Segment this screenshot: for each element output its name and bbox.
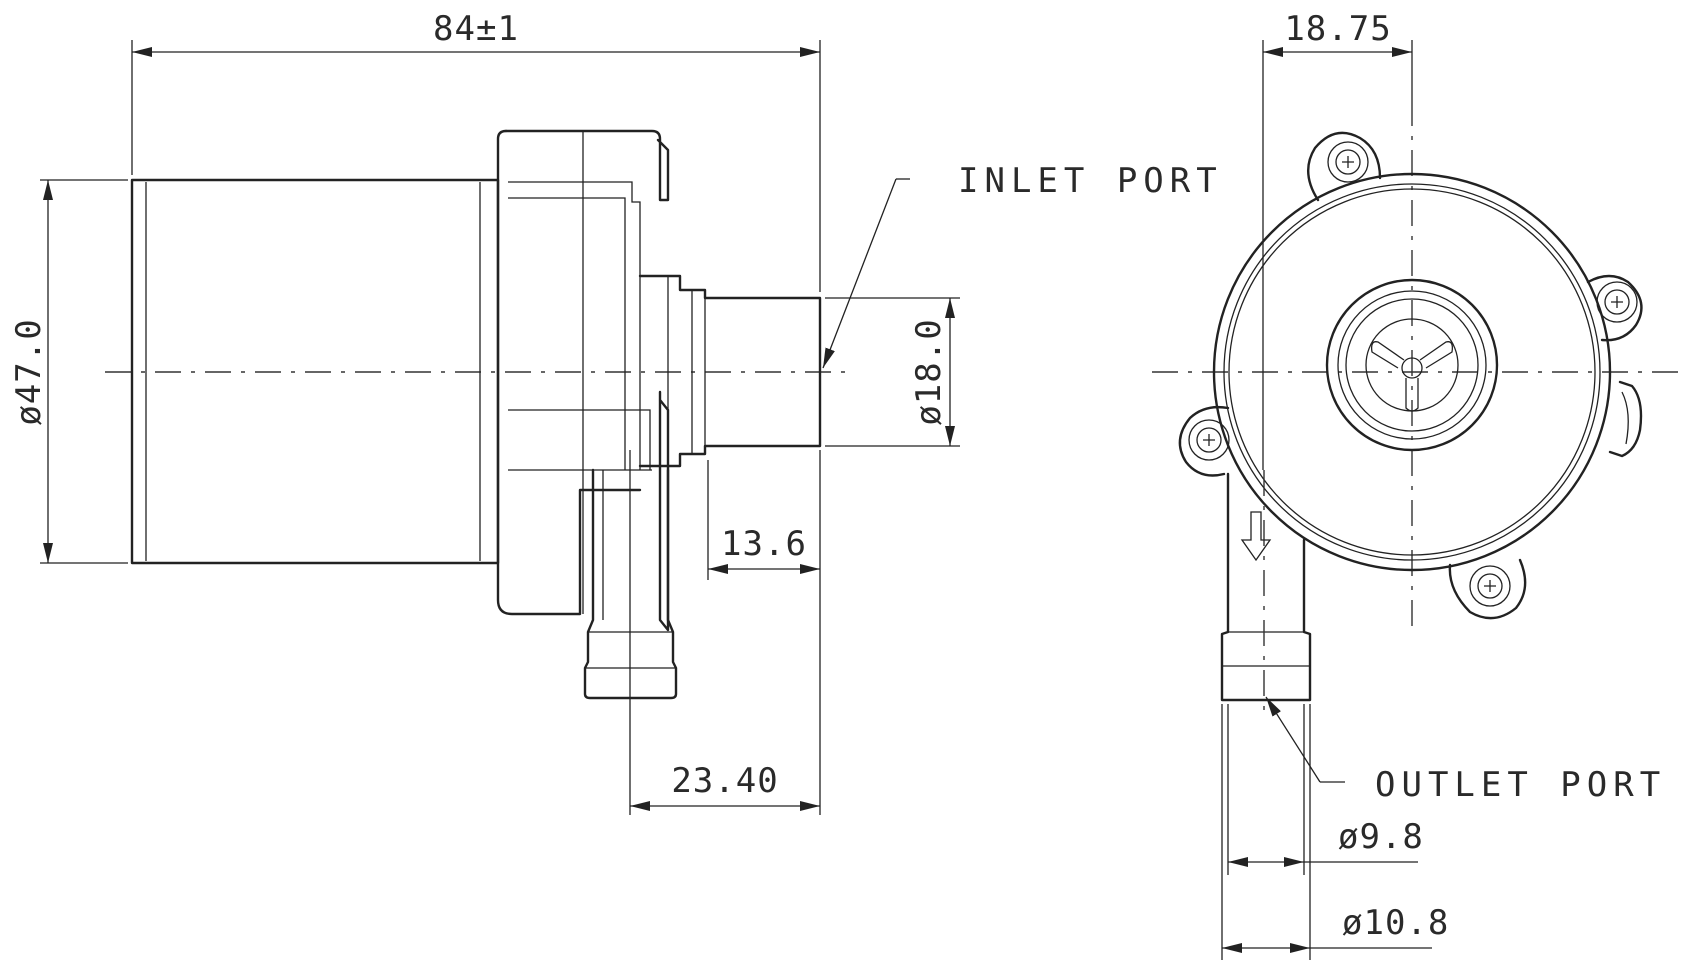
side-view: 84±1 ø47.0 ø18.0 13.6 23.40 <box>9 9 1223 815</box>
dim-inlet-length: 13.6 <box>707 460 820 580</box>
inlet-nozzle <box>638 274 822 468</box>
side-connector <box>1608 380 1643 458</box>
dim-outlet-inner-diameter-text: ø9.8 <box>1338 817 1424 857</box>
impeller-vanes <box>1370 341 1454 412</box>
inlet-port-label: INLET PORT <box>958 161 1223 201</box>
dim-outlet-outer-diameter: ø10.8 <box>1221 704 1449 960</box>
dim-overall-length: 84±1 <box>131 9 821 292</box>
mounting-ear-top <box>1307 131 1382 202</box>
dim-overall-length-text: 84±1 <box>433 9 519 49</box>
dim-center-offset: 18.75 <box>1262 9 1413 470</box>
dim-body-diameter-text: ø47.0 <box>9 318 49 425</box>
dim-inlet-length-text: 13.6 <box>721 524 807 564</box>
dim-outlet-offset: 23.40 <box>629 450 821 815</box>
dim-inlet-diameter: ø18.0 <box>825 297 960 447</box>
dim-center-offset-text: 18.75 <box>1284 9 1391 49</box>
dim-outlet-outer-diameter-text: ø10.8 <box>1342 903 1449 943</box>
outlet-port-label: OUTLET PORT <box>1375 765 1666 805</box>
front-view: 18.75 OUTLET PORT ø9.8 ø10.8 <box>1152 9 1680 960</box>
mounting-ear-left <box>1178 405 1230 477</box>
dim-outlet-offset-text: 23.40 <box>671 761 778 801</box>
dim-inlet-diameter-text: ø18.0 <box>909 318 949 425</box>
housing-outline <box>1212 172 1612 572</box>
dim-body-diameter: ø47.0 <box>9 179 128 564</box>
inlet-hub <box>1325 278 1499 452</box>
pump-housing <box>496 129 670 632</box>
flow-direction-arrow <box>1240 511 1272 562</box>
dim-outlet-inner-diameter: ø9.8 <box>1227 704 1424 875</box>
mounting-ear-right <box>1586 274 1643 342</box>
inlet-port-callout: INLET PORT <box>822 161 1223 369</box>
mounting-ear-bottom <box>1448 558 1527 620</box>
outlet-port-callout: OUTLET PORT <box>1265 696 1666 805</box>
